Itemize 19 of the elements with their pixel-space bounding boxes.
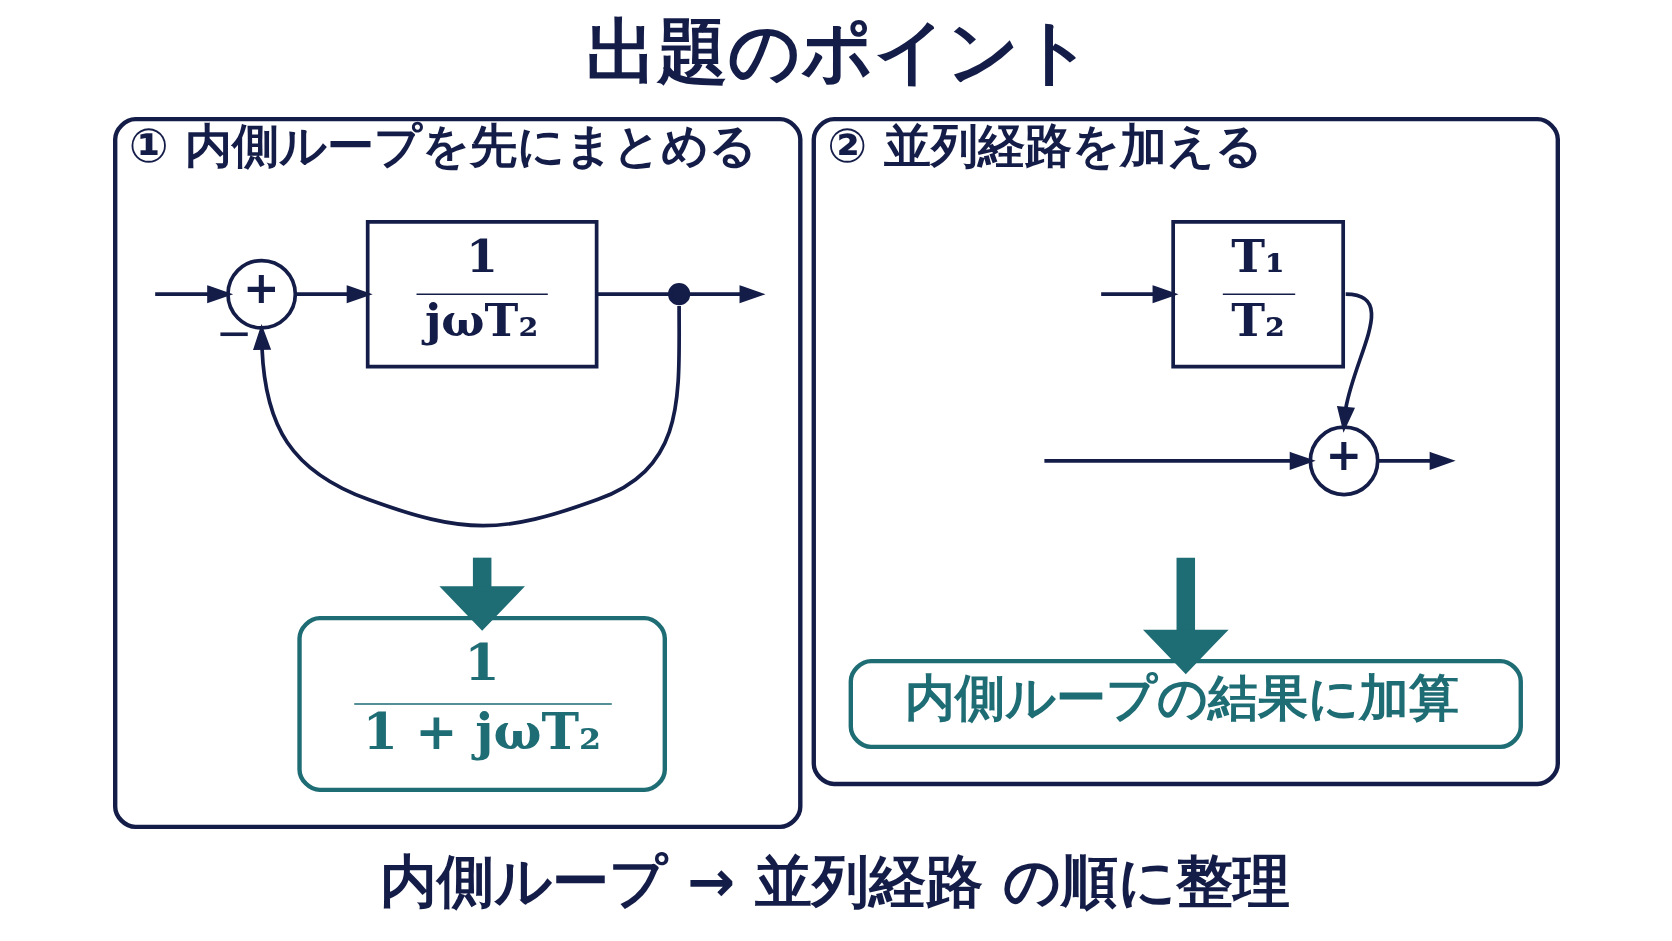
node-box: T₁ T₂ [1170,220,1345,369]
caption: 内側ループ → 並列経路 の順に整理 [379,848,1290,915]
arrow [1142,557,1229,675]
arrow [438,557,525,631]
node-circle [667,283,690,306]
node-box: 1 jωT₂ [365,220,598,369]
node-circle: + [1308,425,1380,497]
arrow [252,306,681,528]
node-circle: + [225,258,297,330]
arrow [1100,285,1179,304]
node-box: 内側ループの結果に加算 [848,658,1523,750]
node-box: 1 1 + jωT₂ [296,615,667,793]
arrow [688,285,765,304]
arrow [1043,451,1316,470]
connector [596,292,669,297]
arrow [154,285,233,304]
arrow [295,285,373,304]
diagram-title: 出題のポイント [585,10,1093,94]
arrow [1377,451,1456,470]
